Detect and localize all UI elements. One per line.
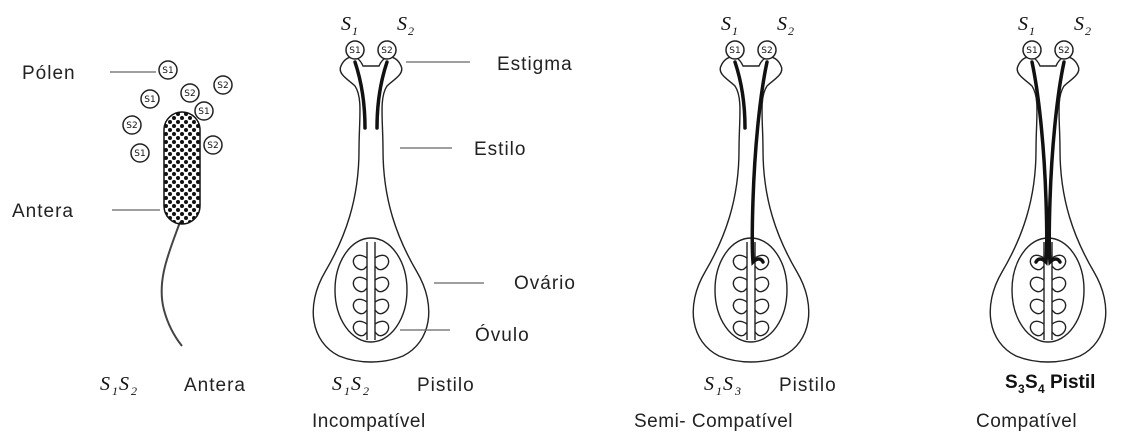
svg-text:S: S: [723, 373, 733, 395]
caption-semi-compativel: Semi- Compatível: [634, 411, 793, 432]
ovulo-label: Óvulo: [475, 324, 530, 346]
svg-text:S: S: [1025, 372, 1038, 393]
pistil3-genotype: S 3 S 4: [1005, 372, 1045, 396]
svg-text:1: 1: [716, 384, 722, 398]
filament: [162, 222, 182, 346]
svg-text:4: 4: [1038, 382, 1045, 396]
pollen-grain: S2: [181, 84, 199, 102]
estilo-label: Estilo: [474, 139, 526, 160]
anther-genotype: S 1 S 2: [100, 373, 137, 398]
svg-text:2: 2: [1085, 24, 1091, 38]
svg-text:S: S: [341, 13, 351, 35]
svg-text:S: S: [1018, 13, 1028, 35]
ovario-label: Ovário: [514, 273, 576, 294]
svg-text:S: S: [1074, 13, 1084, 35]
svg-text:S2: S2: [761, 46, 772, 56]
pollen-grain: S2: [204, 136, 222, 154]
svg-text:1: 1: [1029, 24, 1035, 38]
pollen-grain: S1: [159, 61, 177, 79]
svg-text:S: S: [100, 373, 110, 395]
svg-text:1: 1: [352, 24, 358, 38]
svg-text:S: S: [1005, 372, 1018, 393]
svg-text:S: S: [397, 13, 407, 35]
svg-text:3: 3: [1018, 382, 1025, 396]
svg-text:S: S: [721, 13, 731, 35]
svg-text:S: S: [704, 373, 714, 395]
pistilo-caption-1: Pistilo: [417, 375, 475, 396]
svg-text:S1: S1: [349, 46, 360, 56]
pistil1-genotype: S 1 S 2: [332, 373, 369, 398]
svg-text:1: 1: [732, 24, 738, 38]
caption-compativel: Compatível: [976, 411, 1077, 432]
svg-text:S2: S2: [126, 121, 137, 131]
svg-text:3: 3: [734, 384, 741, 398]
svg-text:1: 1: [344, 384, 350, 398]
svg-text:S1: S1: [162, 66, 173, 76]
anther: [164, 112, 200, 224]
svg-text:S1: S1: [729, 46, 740, 56]
pollen-grain: S1: [195, 102, 213, 120]
svg-text:1: 1: [112, 384, 118, 398]
svg-text:S1: S1: [198, 107, 209, 117]
svg-text:S1: S1: [134, 149, 145, 159]
antera-caption: Antera: [184, 375, 246, 396]
polen-label: Pólen: [22, 63, 76, 84]
svg-text:S1: S1: [144, 95, 155, 105]
pollen-grain: S2: [214, 76, 232, 94]
svg-text:S1: S1: [1026, 46, 1037, 56]
svg-text:2: 2: [131, 384, 137, 398]
pistilo-caption-2: Pistilo: [779, 375, 837, 396]
svg-text:S2: S2: [1058, 46, 1069, 56]
svg-text:2: 2: [363, 384, 369, 398]
svg-text:2: 2: [788, 24, 794, 38]
svg-text:S: S: [332, 373, 342, 395]
antera-label: Antera: [12, 201, 74, 222]
caption-incompativel: Incompatível: [312, 411, 426, 432]
svg-text:S2: S2: [184, 89, 195, 99]
svg-text:S2: S2: [381, 46, 392, 56]
svg-text:S: S: [777, 13, 787, 35]
pollen-grain: S1: [131, 144, 149, 162]
anther-group: S1 S2 S2 S1 S1 S2 S1 S2 Pólen Antera S 1…: [12, 61, 246, 398]
pistil2-genotype: S 1 S 3: [704, 373, 741, 398]
pistil-caption-3: Pistil: [1050, 372, 1095, 393]
pollen-grain: S1: [141, 90, 159, 108]
svg-text:S: S: [119, 373, 129, 395]
pollen-grain: S2: [123, 116, 141, 134]
svg-text:S: S: [351, 373, 361, 395]
estigma-label: Estigma: [497, 54, 573, 75]
svg-text:S2: S2: [207, 141, 218, 151]
svg-text:2: 2: [408, 24, 414, 38]
svg-text:S2: S2: [217, 81, 228, 91]
